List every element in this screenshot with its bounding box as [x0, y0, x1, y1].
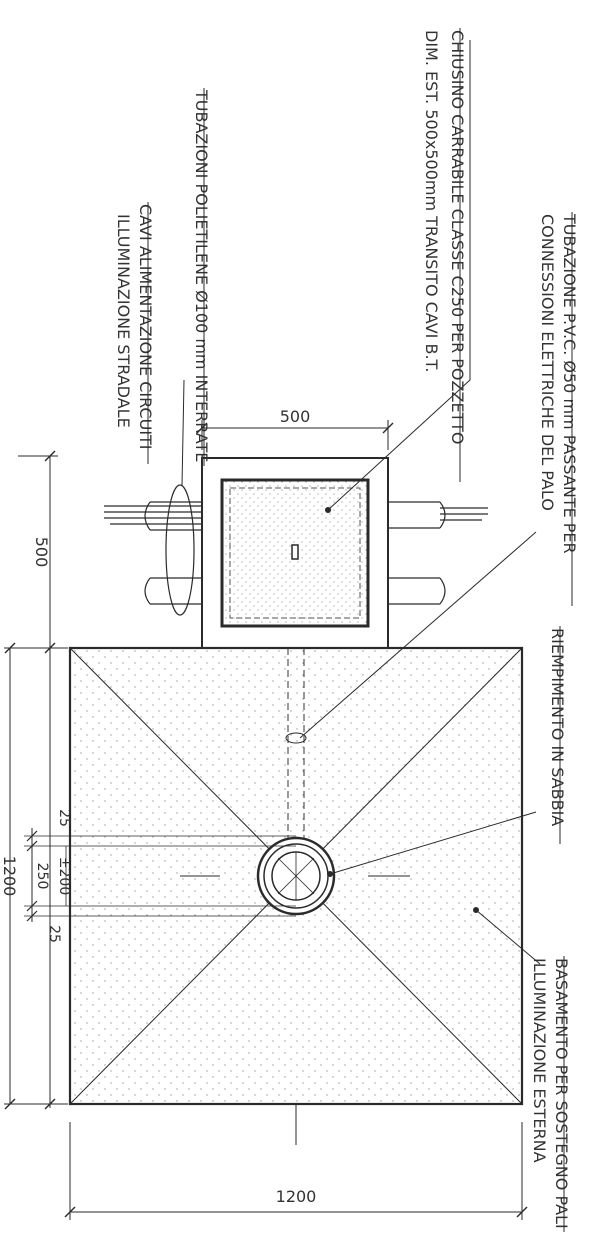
dim-label-pozzetto-height: 500 [32, 537, 51, 568]
pipe-bundle-right [388, 501, 488, 529]
note-tubazioni-line3: ILLUMINAZIONE STRADALE [114, 214, 133, 428]
pipe-right-lower [388, 577, 446, 605]
pipe-left-lower [144, 577, 202, 605]
dim-label-pozzetto-width: 500 [280, 407, 311, 426]
basamento [68, 646, 524, 1145]
note-basamento-line2: ILLUMINAZIONE ESTERNA [530, 958, 549, 1163]
note-chiusino-line2: DIM. EST. 500x500mm TRANSITO CAVI B.T. [422, 30, 441, 372]
note-basamento-line1: BASAMENTO PER SOSTEGNO PALI [552, 958, 571, 1229]
annotation-basamento: BASAMENTO PER SOSTEGNO PALI ILLUMINAZION… [530, 956, 571, 1232]
pvc-conduit [287, 648, 305, 846]
pozzetto [201, 457, 389, 649]
dim-pozzetto-width: 500 [196, 407, 394, 450]
note-chiusino-line1: CHIUSINO CARRABILE CLASSE C250 PER POZZE… [448, 30, 467, 444]
note-tubazioni-line2: CAVI ALIMENTAZIONE CIRCUITI [136, 204, 155, 450]
note-pvc-line1: TUBAZIONE P.V.C. Ø50 mm PASSANTE PER [560, 213, 579, 554]
dim-label-base-width: 1200 [276, 1187, 317, 1206]
dim-pole-sleeve: 25 ±200 250 25 [24, 809, 296, 943]
leader-lines [181, 40, 541, 965]
dim-label-base-height: 1200 [0, 856, 19, 897]
annotation-pvc: TUBAZIONE P.V.C. Ø50 mm PASSANTE PER CON… [538, 212, 579, 606]
annotation-tubazioni: TUBAZIONI POLIETILENE Ø100 mm INTERRATE … [114, 88, 211, 466]
pvc-conduit-marker [285, 732, 307, 744]
note-sabbia: RIEMPIMENTO IN SABBIA [548, 628, 567, 826]
pipe-bundle-left [104, 501, 202, 531]
annotation-chiusino: CHIUSINO CARRABILE CLASSE C250 PER POZZE… [422, 28, 467, 482]
dim-label-edge-b: 25 [46, 925, 62, 943]
dim-base-width: 1200 [64, 1122, 528, 1220]
dim-left-vertical: 500 1200 [0, 450, 68, 1110]
note-pvc-line2: CONNESSIONI ELETTRICHE DEL PALO [538, 214, 557, 511]
pole-sleeve [256, 836, 336, 916]
cover-lifting-slot [291, 544, 299, 560]
note-tubazioni-line1: TUBAZIONI POLIETILENE Ø100 mm INTERRATE [192, 89, 211, 462]
annotation-sabbia: RIEMPIMENTO IN SABBIA [548, 626, 567, 844]
dim-label-ring: ±200 [56, 857, 72, 895]
polyethylene-pipes [104, 484, 488, 616]
pipe-group-marker-left [165, 484, 195, 616]
dim-label-hole: 250 [34, 863, 50, 890]
dim-label-edge-a: 25 [56, 809, 72, 827]
